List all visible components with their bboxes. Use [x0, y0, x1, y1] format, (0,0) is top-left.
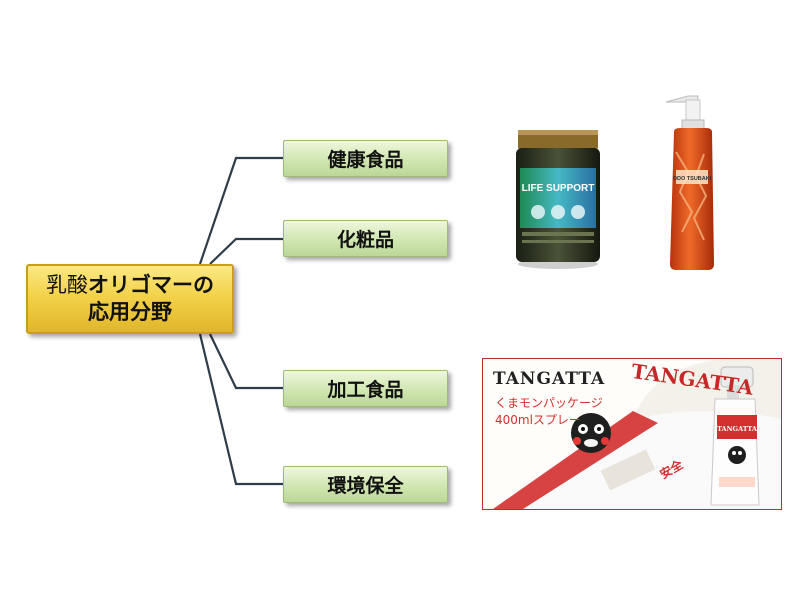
shampoo-label: ODO TSUBAKI [673, 176, 712, 182]
tangatta-title: TANGATTA [493, 369, 606, 389]
supplement-label: LIFE SUPPORT [522, 183, 595, 194]
branch-health-food-label: 健康食品 [327, 149, 404, 171]
root-line1: 乳酸オリゴマーの [46, 272, 214, 299]
tangatta-photo-art: TANGATTA TANGATTA 安全 [493, 359, 781, 509]
branch-processed-food: 加工食品 [283, 370, 448, 407]
tangatta-product-photo: TANGATTA TANGATTA 安全 TANGATTA くまモンパッケージ … [482, 358, 782, 510]
root-node: 乳酸オリゴマーの 応用分野 [26, 264, 234, 334]
connector-cosmetics [209, 237, 285, 265]
connector-health-food [198, 156, 285, 265]
branch-health-food: 健康食品 [283, 140, 448, 177]
connector-processed-food [209, 333, 285, 390]
shampoo-bottle-image: ODO TSUBAKI [665, 95, 714, 270]
branch-processed-food-label: 加工食品 [327, 379, 404, 401]
branch-environment: 環境保全 [283, 466, 448, 503]
branch-environment-label: 環境保全 [327, 475, 404, 497]
tangatta-bottle-label: TANGATTA [717, 425, 758, 433]
tangatta-subtitle-package: くまモンパッケージ [495, 396, 603, 410]
branch-cosmetics: 化粧品 [283, 220, 448, 257]
connector-environment [198, 333, 285, 486]
root-line1-main: オリゴマーの [88, 273, 214, 297]
root-line1-prefix: 乳酸 [46, 273, 88, 297]
root-line2: 応用分野 [88, 300, 172, 324]
branch-cosmetics-label: 化粧品 [336, 229, 394, 251]
tangatta-subtitle-spray: 400mlスプレー [495, 413, 581, 427]
supplement-jar-image: LIFE SUPPORT [516, 130, 600, 269]
